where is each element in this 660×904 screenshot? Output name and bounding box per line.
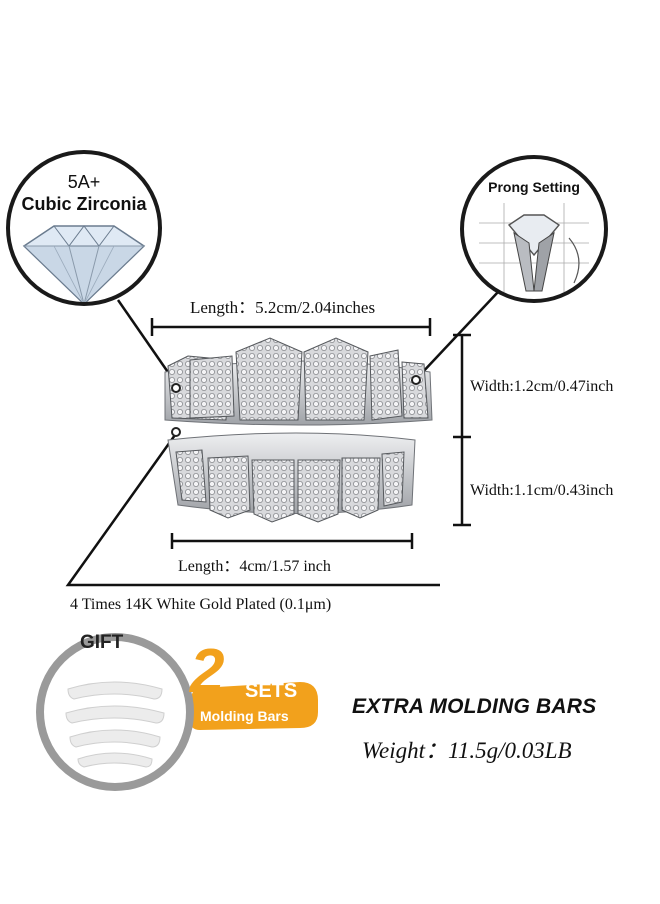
prong-diagram-icon [479,203,589,293]
gift-label: GIFT [80,632,124,653]
badge-molding-bars-text: Molding Bars [200,708,289,724]
molding-bars-icon [65,681,165,768]
sets-badge [190,682,318,730]
gift-circle [36,633,194,791]
prong-title: Prong Setting [488,179,580,195]
leader-line-zirconia [116,299,174,379]
upper-width-label: Width:1.2cm/0.47inch [470,378,614,395]
upper-grill [164,337,433,426]
plating-label: 4 Times 14K White Gold Plated (0.1μm) [70,596,332,613]
badge-sets-text: SETS [245,680,298,702]
zirconia-grade: 5A+ [67,172,101,192]
leader-line-plating [65,434,440,587]
lower-length-label: Length：4cm/1.57 inch [178,558,331,575]
zirconia-name: Cubic Zirconia [21,194,147,214]
badge-number: 2 [190,637,225,706]
prong-setting-callout: Prong Setting [460,155,608,303]
lower-grill [167,427,416,523]
diamond-icon [22,225,146,302]
zirconia-callout: 5A+ Cubic Zirconia [6,150,162,306]
weight-label: Weight：11.5g/0.03LB [362,738,572,763]
leader-line-prong [419,291,499,376]
upper-length-label: Length：5.2cm/2.04inches [190,298,376,317]
lower-width-label: Width:1.1cm/0.43inch [470,482,614,499]
extra-molding-bars-heading: EXTRA MOLDING BARS [352,695,597,718]
